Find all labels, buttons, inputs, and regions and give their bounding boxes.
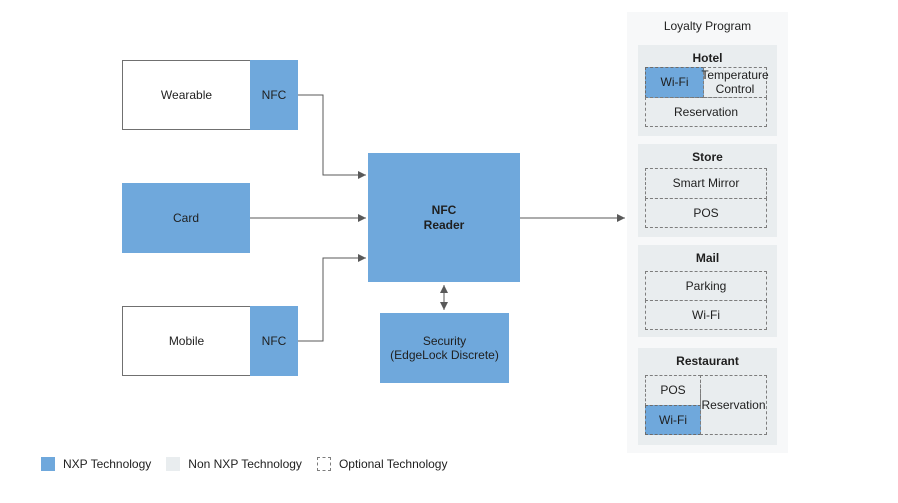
store-pos-box: POS <box>645 198 767 228</box>
legend-optional-label: Optional Technology <box>338 457 448 471</box>
store-section: Store <box>638 144 777 237</box>
restaurant-section-title: Restaurant <box>676 354 739 368</box>
nfc-reader-box: NFC Reader <box>368 153 520 282</box>
connector-wearable-to-reader <box>298 94 366 179</box>
legend-item-non-nxp: Non NXP Technology <box>166 457 302 471</box>
mail-wifi-label: Wi-Fi <box>692 307 720 322</box>
hotel-section-title: Hotel <box>692 51 723 65</box>
loyalty-program-title: Loyalty Program <box>663 19 752 33</box>
store-section-title: Store <box>692 150 723 164</box>
restaurant-pos-label: POS <box>660 383 686 398</box>
hotel-temperature-control-label: Temperature Control <box>701 68 769 96</box>
non-nxp-technology-swatch-icon <box>166 457 181 471</box>
hotel-reservation-box: Reservation <box>645 97 767 127</box>
restaurant-reservation-label: Reservation <box>701 397 766 412</box>
store-smart-mirror-label: Smart Mirror <box>672 176 740 191</box>
store-pos-label: POS <box>693 205 719 220</box>
wearable-label: Wearable <box>160 87 213 102</box>
hotel-wifi-label: Wi-Fi <box>660 75 689 90</box>
nfc-reader-label: NFC Reader <box>423 203 465 232</box>
legend-non-nxp-label: Non NXP Technology <box>188 457 302 471</box>
connector-mobile-to-reader <box>298 254 366 342</box>
hotel-reservation-label: Reservation <box>673 104 739 119</box>
card-label: Card <box>172 210 199 225</box>
mail-section-title: Mail <box>695 251 720 265</box>
mail-section: Mail <box>638 245 777 337</box>
mobile-box: Mobile <box>122 306 251 376</box>
nxp-technology-swatch-icon <box>41 457 55 471</box>
restaurant-pos-box: POS <box>645 375 701 406</box>
mobile-nfc-label: NFC <box>261 333 287 348</box>
wearable-box: Wearable <box>122 60 251 130</box>
wearable-nfc-label: NFC <box>261 87 287 102</box>
mobile-nfc-chip: NFC <box>250 306 298 376</box>
wearable-nfc-chip: NFC <box>250 60 298 130</box>
card-box: Card <box>122 183 250 253</box>
optional-technology-swatch-icon <box>316 457 331 471</box>
hotel-temperature-control-box: Temperature Control <box>701 67 769 98</box>
mail-wifi-box: Wi-Fi <box>645 300 767 330</box>
mail-parking-box: Parking <box>645 271 767 301</box>
restaurant-wifi-label: Wi-Fi <box>659 412 687 427</box>
restaurant-wifi-box: Wi-Fi <box>645 405 701 435</box>
legend-nxp-label: NXP Technology <box>63 457 152 471</box>
store-smart-mirror-box: Smart Mirror <box>645 168 767 199</box>
security-box: Security (EdgeLock Discrete) <box>380 313 509 383</box>
restaurant-reservation-box: Reservation <box>700 375 767 435</box>
hotel-wifi-box: Wi-Fi <box>645 67 704 98</box>
legend-item-nxp: NXP Technology <box>41 457 151 471</box>
mail-parking-label: Parking <box>685 278 727 293</box>
security-label: Security (EdgeLock Discrete) <box>390 333 499 362</box>
mobile-label: Mobile <box>168 333 205 348</box>
legend-item-optional: Optional Technology <box>316 457 448 471</box>
legend: NXP Technology Non NXP Technology Option… <box>41 457 447 471</box>
